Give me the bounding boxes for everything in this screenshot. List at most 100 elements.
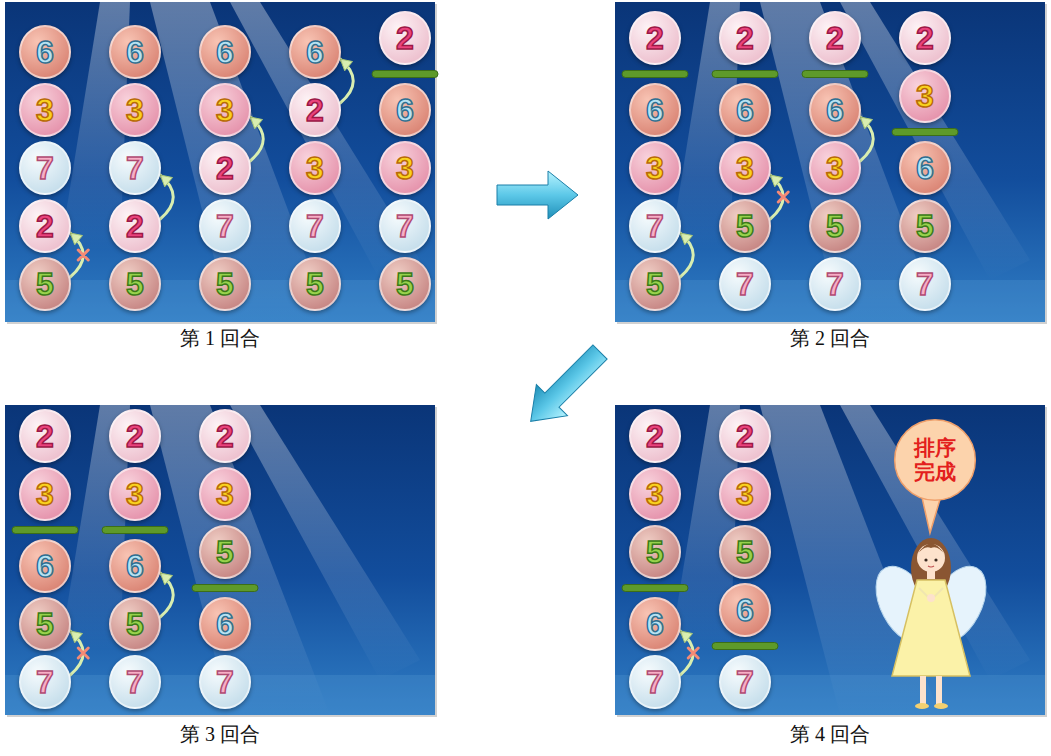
bubble-number: 6 (126, 550, 144, 582)
bubble-number: 7 (126, 666, 144, 698)
number-bubble: 7 (629, 199, 681, 253)
down-left-arrow (515, 336, 615, 436)
number-bubble: 7 (379, 199, 431, 253)
seaweed-bar (712, 71, 778, 78)
compare-arrow (70, 631, 88, 675)
arrow-head (70, 233, 82, 245)
panel-1 (5, 2, 437, 324)
number-bubble: 3 (199, 83, 251, 137)
bubble-number: 5 (36, 268, 54, 300)
number-bubble: 3 (289, 141, 341, 195)
arrow-head (770, 175, 782, 187)
bubble-number: 5 (396, 268, 414, 300)
panel-3 (5, 405, 437, 717)
bubble-number: 3 (216, 94, 234, 126)
compare-arrow (680, 233, 693, 277)
number-bubble: 7 (19, 141, 71, 195)
number-bubble: 3 (629, 467, 681, 521)
number-bubble: 3 (809, 141, 861, 195)
number-bubble: 5 (379, 257, 431, 311)
bubble-number: 2 (216, 152, 234, 184)
bubble-number: 3 (646, 152, 664, 184)
bubble-number: 6 (736, 94, 754, 126)
bubble-number: 2 (646, 22, 664, 54)
number-bubble: 2 (289, 83, 341, 137)
number-bubble: 5 (19, 597, 71, 651)
bubble-number: 6 (916, 152, 934, 184)
number-bubble: 6 (629, 597, 681, 651)
number-bubble: 7 (199, 199, 251, 253)
bubble-number: 2 (646, 420, 664, 452)
bubble-number: 7 (916, 268, 934, 300)
bubble-number: 2 (216, 420, 234, 452)
bubble-number: 3 (826, 152, 844, 184)
number-bubble: 6 (379, 83, 431, 137)
seaweed-bar (12, 527, 78, 534)
number-bubble: 2 (199, 141, 251, 195)
arrow-curve (160, 175, 173, 219)
bubble-number: 7 (826, 268, 844, 300)
panel-4 (615, 405, 1047, 717)
number-bubble: 6 (719, 583, 771, 637)
bubble-number: 5 (646, 268, 664, 300)
number-bubble: 6 (109, 25, 161, 79)
bubble-number: 3 (916, 80, 934, 112)
bubble-number: 5 (916, 210, 934, 242)
bubble-number: 7 (306, 210, 324, 242)
compare-arrow (340, 59, 353, 103)
number-bubble: 5 (109, 257, 161, 311)
bubble-number: 3 (736, 152, 754, 184)
bubble-number: 7 (646, 666, 664, 698)
number-bubble: 7 (899, 257, 951, 311)
bubble-number: 6 (216, 36, 234, 68)
number-bubble: 6 (719, 83, 771, 137)
number-bubble: 2 (629, 11, 681, 65)
bubble-number: 7 (396, 210, 414, 242)
bubble-number: 6 (306, 36, 324, 68)
number-bubble: 3 (899, 69, 951, 123)
number-bubble: 5 (109, 597, 161, 651)
number-bubble: 7 (719, 257, 771, 311)
number-bubble: 6 (289, 25, 341, 79)
arrow-head (160, 175, 172, 187)
number-bubble: 2 (719, 409, 771, 463)
arrow-curve (160, 573, 173, 617)
bubble-number: 3 (126, 478, 144, 510)
bubble-number: 7 (36, 666, 54, 698)
number-bubble: 7 (19, 655, 71, 709)
compare-arrow (160, 175, 173, 219)
bubble-number: 5 (216, 268, 234, 300)
bubble-number: 6 (396, 94, 414, 126)
number-bubble: 2 (899, 11, 951, 65)
number-bubble: 5 (629, 257, 681, 311)
right-arrow (497, 171, 578, 219)
arrow-head (340, 59, 352, 71)
bubble-number: 5 (216, 536, 234, 568)
angel-girl (864, 538, 998, 709)
number-bubble: 6 (19, 25, 71, 79)
number-bubble: 3 (379, 141, 431, 195)
seaweed-bar (712, 643, 778, 650)
bubble-number: 7 (216, 666, 234, 698)
compare-arrow (70, 233, 88, 277)
number-bubble: 5 (719, 199, 771, 253)
bubble-number: 6 (216, 608, 234, 640)
number-bubble: 7 (629, 655, 681, 709)
bubble-number: 6 (646, 608, 664, 640)
panel-2 (615, 2, 1047, 324)
bubble-number: 5 (36, 608, 54, 640)
arrow-head (680, 631, 692, 643)
no-swap-cross (78, 250, 88, 260)
bubble-number: 2 (36, 420, 54, 452)
number-bubble: 7 (109, 141, 161, 195)
bubble-number: 5 (306, 268, 324, 300)
bubble-number: 7 (736, 268, 754, 300)
bubble-number: 2 (916, 22, 934, 54)
arrow-curve (250, 117, 263, 161)
arrow-head (70, 631, 82, 643)
seaweed-bar (622, 585, 688, 592)
bubble-number: 5 (736, 210, 754, 242)
number-bubble: 7 (719, 655, 771, 709)
bubble-number: 7 (216, 210, 234, 242)
number-bubble: 2 (629, 409, 681, 463)
